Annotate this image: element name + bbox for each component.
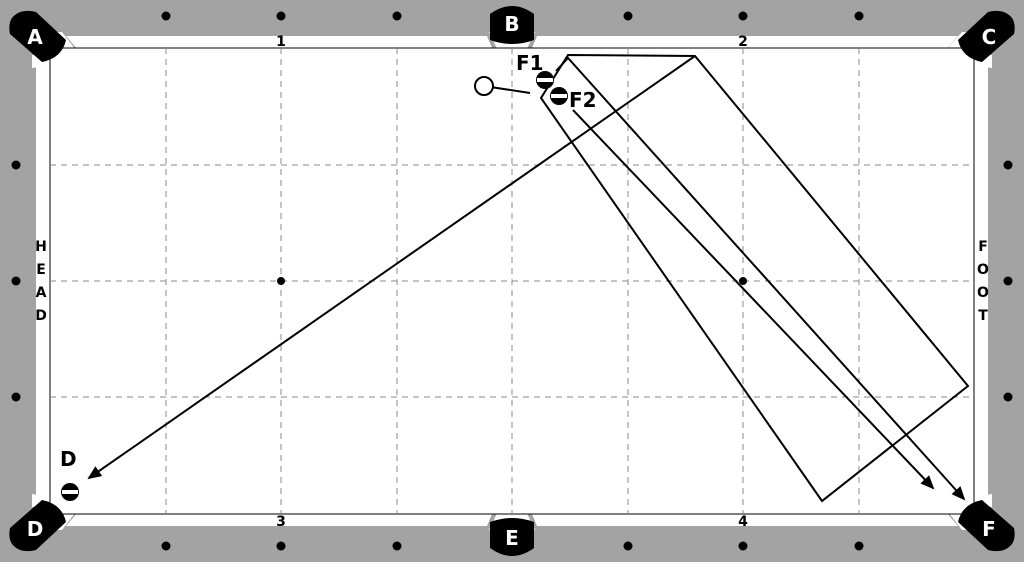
rail-number-1: 1 — [276, 34, 286, 50]
pocket-f: F — [958, 500, 1015, 552]
diamond — [276, 541, 286, 551]
pocket-e-label: E — [505, 526, 519, 550]
pocket-d: D — [9, 500, 67, 552]
diamond — [738, 11, 748, 21]
ball-f1 — [536, 71, 554, 89]
pocket-c: C — [958, 10, 1015, 62]
diamond — [623, 11, 633, 21]
rail-number-4: 4 — [738, 514, 748, 530]
object-ball-f2-path — [572, 109, 935, 490]
head-spot — [277, 277, 285, 285]
rail-diamonds — [11, 11, 1013, 551]
object-ball-f1-path — [555, 56, 966, 501]
ball-f2-label: F2 — [569, 88, 597, 112]
head-letter: A — [36, 285, 47, 301]
diamond — [854, 11, 864, 21]
pocket-a: A — [9, 10, 67, 62]
diamond — [1003, 276, 1013, 286]
rail-number-2: 2 — [738, 34, 748, 50]
pocket-f-label: F — [982, 517, 996, 541]
diamond — [11, 160, 21, 170]
shot-paths — [87, 55, 966, 501]
diamond — [854, 541, 864, 551]
ball-d-label: D — [60, 447, 77, 471]
pocket-b: B — [490, 6, 534, 44]
pocket-c-label: C — [982, 25, 997, 49]
diamond — [623, 541, 633, 551]
diamond — [392, 541, 402, 551]
diamond — [11, 392, 21, 402]
cue-path-to-d — [87, 55, 696, 480]
diamond — [11, 276, 21, 286]
diamond — [161, 541, 171, 551]
rail-top-left — [55, 0, 489, 32]
head-letter: E — [36, 262, 46, 278]
ball-d — [61, 483, 79, 501]
diamond — [738, 541, 748, 551]
diamond — [1003, 392, 1013, 402]
head-letter: D — [35, 308, 47, 324]
head-letter: H — [35, 239, 47, 255]
cue-ball — [474, 76, 494, 96]
pocket-b-label: B — [504, 12, 519, 36]
pocket-a-label: A — [27, 25, 43, 49]
diamond — [276, 11, 286, 21]
ball-f1-label: F1 — [516, 51, 544, 75]
diamond — [161, 11, 171, 21]
ball-f2 — [550, 87, 568, 105]
target-zone — [539, 53, 970, 503]
pocket-d-label: D — [27, 517, 44, 541]
rail-bottom-left — [55, 530, 489, 562]
diamond — [1003, 160, 1013, 170]
foot-spot — [739, 277, 747, 285]
diamond — [392, 11, 402, 21]
foot-label: F O O T — [977, 239, 989, 324]
foot-letter: T — [978, 308, 988, 324]
rail-number-3: 3 — [276, 514, 286, 530]
head-label: H E A D — [35, 239, 47, 324]
foot-letter: O — [977, 285, 989, 301]
pocket-e: E — [490, 518, 534, 556]
rail-top-right — [535, 0, 969, 32]
foot-letter: F — [978, 239, 988, 255]
pockets: A B C D E F — [9, 6, 1015, 556]
foot-letter: O — [977, 262, 989, 278]
rail-bottom-right — [535, 530, 969, 562]
